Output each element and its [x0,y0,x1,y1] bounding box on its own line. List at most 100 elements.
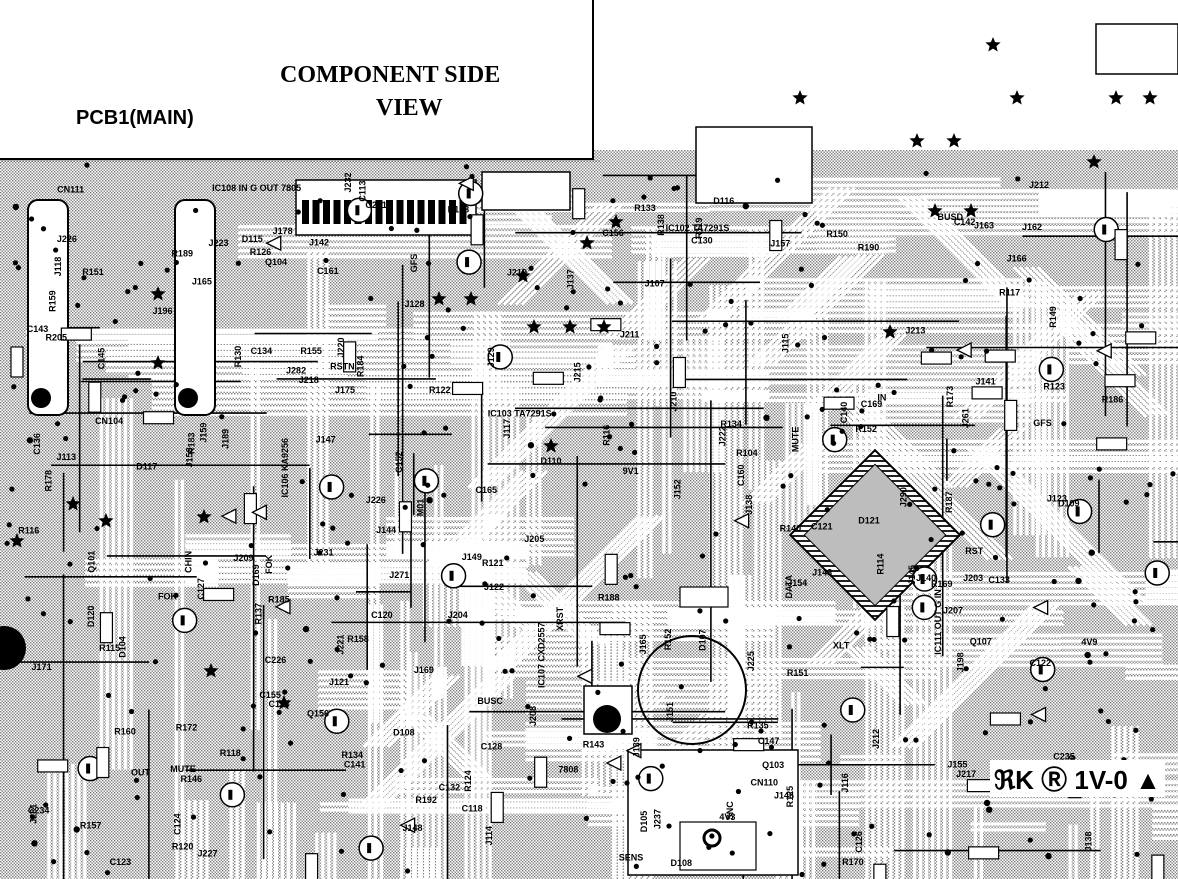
adjust-star-mark [985,37,1001,52]
component-label: R116 [601,425,611,446]
resistor [1125,331,1157,345]
solder-pad [780,483,786,489]
solder-pad [104,870,111,876]
trace-clear [620,256,705,341]
component-label: R114 [875,554,885,575]
solder-pad [138,260,144,266]
component-label: J169 [414,665,434,675]
component-label: C160 [736,465,746,487]
via [763,414,770,421]
component-label: J154 [787,578,807,588]
trace-clear [861,646,922,707]
component-label: MUTE [170,764,196,774]
trace-clear [747,443,810,506]
component-label: D107 [697,629,707,651]
solder-pad [817,782,823,788]
solder-pad [697,608,703,614]
adjust-star-mark [463,291,479,306]
cn110-pin [459,200,467,224]
trace-clear [859,412,1008,561]
trace-clear [783,255,849,320]
component-label: C124 [173,813,183,835]
solder-pad [641,194,647,200]
solder-pad [821,334,828,341]
trace-clear [480,573,540,632]
component-label: 7808 [558,765,578,775]
solder-pad [699,553,706,559]
component-label: C142 [954,217,976,227]
trace-clear [614,256,699,341]
solder-pad [821,861,827,867]
certification-mark: ℜK Ⓡ 1V-0 ▲ [990,760,1165,797]
solder-pad [825,760,832,766]
trace-clear [1057,315,1160,418]
solder-pad [81,275,87,281]
resistor [968,846,1000,860]
resistor [532,371,564,385]
solder-pad [153,391,159,397]
via [1088,549,1095,556]
solder-pad [799,871,805,878]
resistor [971,386,1003,400]
component-label: C121 [811,521,833,531]
m01-hole [593,705,621,733]
component-label: CN111 [57,184,84,194]
component-label: R169 [931,579,953,589]
solder-pad [363,680,369,686]
diode [955,342,972,359]
resistor [604,553,618,585]
component-label: D116 [713,196,734,206]
solder-pad [67,561,73,567]
component-label: J203 [963,573,983,583]
component-label: IN [877,393,886,403]
capacitor-mark [327,481,332,492]
component-label: J155 [947,760,967,770]
trace-clear [449,470,548,569]
solder-pad [133,777,140,783]
solder-pad [463,164,470,170]
adjust-star-mark [1142,90,1158,105]
component-label: J141 [976,377,996,387]
capacitor-mark [1047,364,1052,375]
solder-pad [706,844,712,850]
solder-pad [774,177,781,183]
component-label: R186 [1102,394,1124,404]
resistor [1151,854,1165,879]
resistor [243,492,257,525]
solder-pad [902,637,908,643]
adjust-star-mark [596,319,612,334]
solder-pad [276,709,282,716]
component-label: J129 [486,347,496,367]
component-label: J137 [565,269,575,289]
component-label: J198 [955,652,965,672]
solder-pad [628,572,634,579]
solder-pad [119,397,126,403]
solder-pad [654,343,660,349]
component-label: C152 [394,451,404,473]
view-title-line2: VIEW [376,95,443,121]
component-label: J138 [744,495,754,515]
solder-pad [67,619,73,625]
component-label: XRST [555,606,565,631]
trace-clear [946,426,1009,489]
resistor [599,622,631,636]
solder-pad [1076,340,1082,346]
component-label: R119 [694,218,704,239]
solder-pad [173,592,179,598]
component-label: R117 [999,287,1020,297]
diode [1030,706,1047,723]
solder-pad [1091,602,1097,608]
solder-pad [962,277,969,284]
ic106-ka9256 [695,126,813,204]
trace-clear [1036,266,1148,377]
trace-clear [861,396,954,489]
component-label: C156 [602,228,624,238]
solder-pad [1148,796,1154,802]
component-label: SNC [725,801,735,821]
solder-pad [1147,482,1153,488]
trace-clear [700,186,838,324]
component-label: J215 [573,362,583,382]
cn110-pin [438,200,446,224]
trace-clear [990,446,1148,604]
solder-pad [152,659,159,665]
